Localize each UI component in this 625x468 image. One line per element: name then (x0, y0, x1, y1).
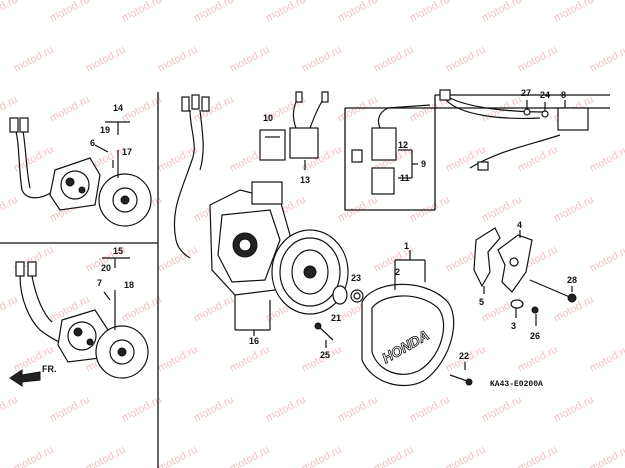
callout-27: 27 (521, 88, 531, 98)
callout-8: 8 (561, 90, 566, 100)
alternator-assembly-bottom-left (9, 257, 149, 387)
alternator-assembly-top-left (9, 117, 152, 227)
watermark-text: motod.ru (0, 294, 20, 325)
callout-10: 10 (263, 113, 273, 123)
ignition-coil-harness (439, 89, 589, 171)
watermark-text: motod.ru (588, 244, 625, 275)
callout-19: 19 (100, 125, 110, 135)
watermark-text: motod.ru (192, 294, 236, 325)
watermark-text: motod.ru (552, 194, 596, 225)
watermark-text: motod.ru (228, 344, 272, 375)
watermark-text: motod.ru (264, 394, 308, 425)
watermark-text: motod.ru (156, 244, 200, 275)
watermark-text: motod.ru (48, 394, 92, 425)
callout-13: 13 (300, 175, 310, 185)
watermark-text: motod.ru (156, 44, 200, 75)
watermark-text: motod.ru (228, 44, 272, 75)
watermark-text: motod.ru (84, 444, 128, 468)
watermark-text: motod.ru (0, 394, 20, 425)
callout-26: 26 (530, 331, 540, 341)
watermark-text: motod.ru (480, 394, 524, 425)
watermark-text: motod.ru (516, 144, 560, 175)
watermark-text: motod.ru (0, 194, 20, 225)
watermark-text: motod.ru (336, 94, 380, 125)
callout-20: 20 (101, 263, 111, 273)
watermark-text: motod.ru (588, 44, 625, 75)
watermark-text: motod.ru (156, 444, 200, 468)
watermark-text: motod.ru (408, 0, 452, 25)
watermark-text: motod.ru (516, 444, 560, 468)
watermark-text: motod.ru (84, 44, 128, 75)
watermark-text: motod.ru (12, 44, 56, 75)
watermark-text: motod.ru (264, 0, 308, 25)
callout-2: 2 (395, 267, 400, 277)
watermark-text: motod.ru (516, 344, 560, 375)
watermark-text: motod.ru (120, 294, 164, 325)
callout-12: 12 (398, 140, 408, 150)
watermark-text: motod.ru (408, 394, 452, 425)
watermark-text: motod.ru (48, 94, 92, 125)
watermark-text: motod.ru (48, 0, 92, 25)
watermark-text: motod.ru (300, 444, 344, 468)
watermark-text: motod.ru (480, 94, 524, 125)
watermark-text: motod.ru (552, 394, 596, 425)
watermark-text: motod.ru (228, 444, 272, 468)
stator-and-flywheel (173, 94, 349, 336)
callout-4: 4 (517, 220, 522, 230)
watermark-text: motod.ru (480, 0, 524, 25)
watermark-text: motod.ru (300, 44, 344, 75)
watermark-text: motod.ru (372, 44, 416, 75)
diagram-code: KA43-E0200A (490, 380, 543, 389)
sprocket-guard-plates (473, 227, 577, 326)
callout-16: 16 (249, 336, 259, 346)
callout-17: 17 (122, 147, 132, 157)
callout-14: 14 (113, 103, 123, 113)
callout-11: 11 (400, 173, 410, 183)
callout-24: 24 (540, 90, 550, 100)
callout-28: 28 (567, 275, 577, 285)
watermark-text: motod.ru (120, 0, 164, 25)
watermark-text: motod.ru (336, 0, 380, 25)
watermark-text: motod.ru (372, 244, 416, 275)
watermark-text: motod.ru (192, 394, 236, 425)
watermark-text: motod.ru (120, 394, 164, 425)
watermark-text: motod.ru (588, 444, 625, 468)
watermark-text: motod.ru (480, 294, 524, 325)
callout-25: 25 (320, 350, 330, 360)
watermark-text: motod.ru (552, 0, 596, 25)
watermark-text: motod.ru (336, 194, 380, 225)
watermark-text: motod.ru (336, 394, 380, 425)
callout-23: 23 (351, 273, 361, 283)
ignition-module-box (351, 104, 431, 195)
watermark-text: motod.ru (156, 144, 200, 175)
cdi-units (259, 91, 329, 170)
watermark-text: motod.ru (588, 344, 625, 375)
callout-22: 22 (459, 351, 469, 361)
watermark-text: motod.ru (12, 444, 56, 468)
callout-6: 6 (90, 138, 95, 148)
left-crankcase-cover: HONDA (332, 250, 455, 387)
watermark-text: motod.ru (372, 444, 416, 468)
callout-5: 5 (479, 297, 484, 307)
callout-1: 1 (404, 241, 409, 251)
watermark-text: motod.ru (0, 0, 20, 25)
callout-7: 7 (97, 278, 102, 288)
callout-3: 3 (511, 321, 516, 331)
watermark-text: motod.ru (408, 194, 452, 225)
watermark-text: motod.ru (444, 444, 488, 468)
callout-9: 9 (421, 159, 426, 169)
callout-18: 18 (124, 280, 134, 290)
watermark-text: motod.ru (516, 44, 560, 75)
watermark-text: motod.ru (444, 44, 488, 75)
cover-bolts (314, 322, 473, 386)
watermark-text: motod.ru (192, 0, 236, 25)
forward-arrow-icon (9, 369, 41, 387)
watermark-text: motod.ru (156, 344, 200, 375)
direction-label: FR. (42, 364, 57, 374)
callout-21: 21 (331, 313, 341, 323)
callout-15: 15 (113, 246, 123, 256)
watermark-text: motod.ru (588, 144, 625, 175)
watermark-text: motod.ru (120, 94, 164, 125)
